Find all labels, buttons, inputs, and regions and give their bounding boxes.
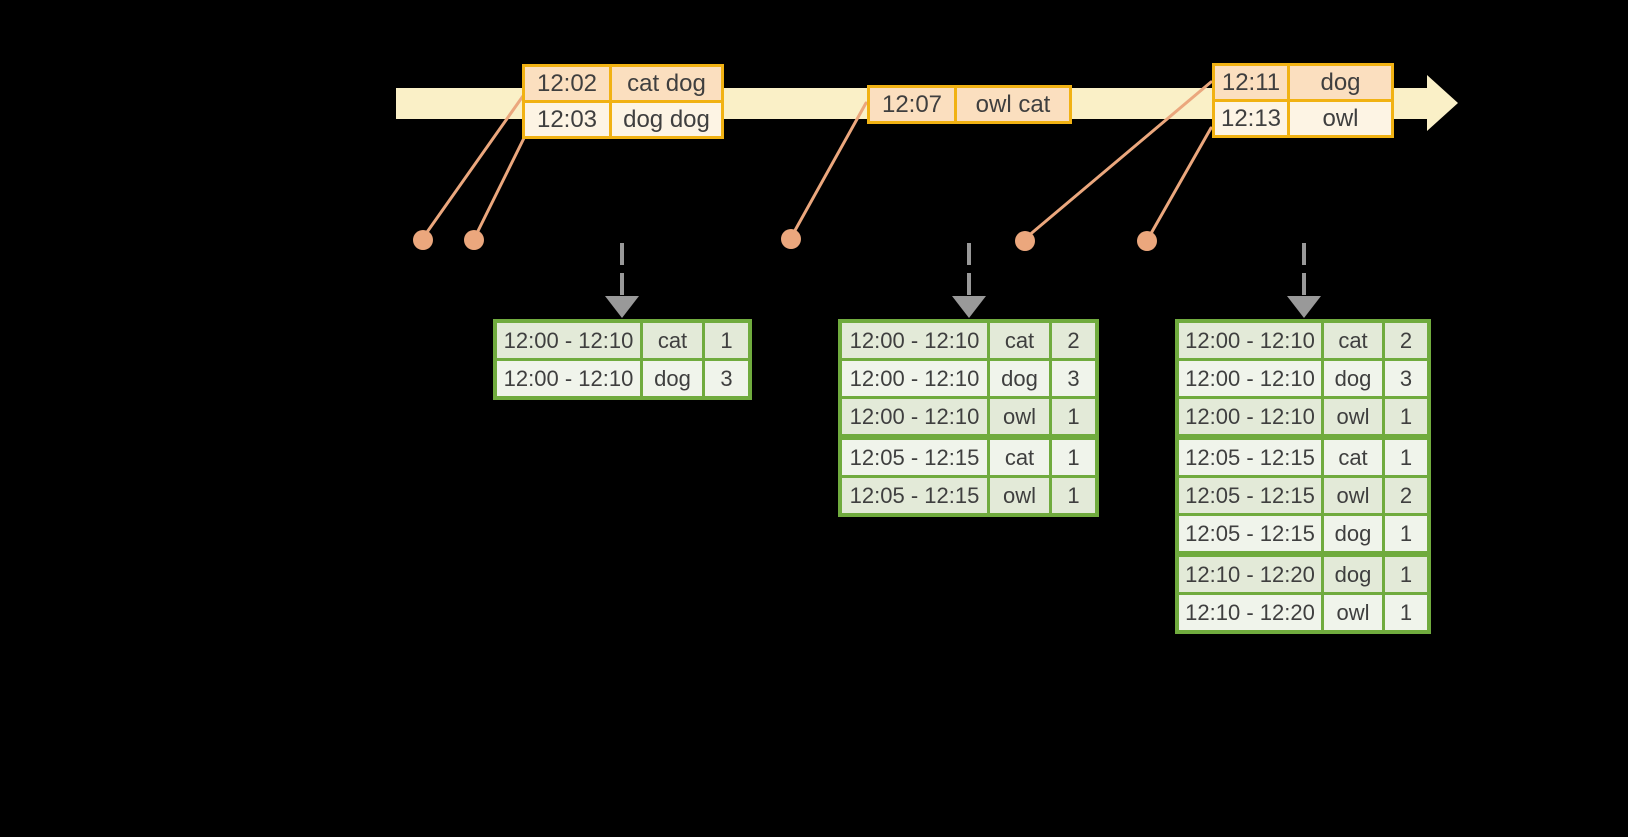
word-cell: owl: [990, 478, 1049, 513]
window-cell: 12:05 - 12:15: [842, 478, 987, 513]
count-cell: 2: [1385, 323, 1427, 358]
event-marker-dot: [413, 230, 433, 250]
event-marker-dot: [1137, 231, 1157, 251]
event-words-cell: dog dog: [612, 103, 721, 136]
window-cell: 12:00 - 12:10: [1179, 361, 1321, 396]
event-time-cell: 12:13: [1215, 102, 1287, 135]
window-cell: 12:00 - 12:10: [842, 323, 987, 358]
event-connector-line: [474, 134, 527, 237]
event-words-cell: cat dog: [612, 67, 721, 100]
event-words-cell: dog: [1290, 66, 1391, 99]
window-cell: 12:00 - 12:10: [842, 361, 987, 396]
count-cell: 1: [1052, 440, 1095, 475]
window-cell: 12:00 - 12:10: [1179, 323, 1321, 358]
word-cell: owl: [1324, 399, 1382, 434]
event-time-cell: 12:02: [525, 67, 609, 100]
window-cell: 12:05 - 12:15: [842, 440, 987, 475]
word-cell: owl: [1324, 595, 1382, 630]
count-cell: 1: [1385, 595, 1427, 630]
event-time-cell: 12:07: [870, 88, 954, 121]
count-cell: 1: [1385, 440, 1427, 475]
trigger-arrow-icon: [605, 243, 639, 318]
event-marker-dot: [464, 230, 484, 250]
event-words-cell: owl: [1290, 102, 1391, 135]
window-cell: 12:00 - 12:10: [497, 361, 640, 396]
word-cell: dog: [643, 361, 702, 396]
word-cell: cat: [643, 323, 702, 358]
trigger-arrow-icon: [1287, 243, 1321, 318]
count-cell: 3: [705, 361, 748, 396]
word-cell: owl: [990, 399, 1049, 434]
word-cell: cat: [1324, 323, 1382, 358]
event-connector-line: [1025, 80, 1213, 239]
event-time-cell: 12:11: [1215, 66, 1287, 99]
count-cell: 2: [1385, 478, 1427, 513]
word-cell: dog: [1324, 361, 1382, 396]
word-cell: dog: [990, 361, 1049, 396]
count-cell: 1: [1385, 399, 1427, 434]
window-cell: 12:00 - 12:10: [497, 323, 640, 358]
word-cell: dog: [1324, 516, 1382, 551]
event-time-cell: 12:03: [525, 103, 609, 136]
event-connector-line: [1147, 126, 1213, 239]
count-cell: 3: [1052, 361, 1095, 396]
window-cell: 12:05 - 12:15: [1179, 478, 1321, 513]
word-cell: cat: [990, 323, 1049, 358]
window-cell: 12:05 - 12:15: [1179, 516, 1321, 551]
word-cell: cat: [990, 440, 1049, 475]
event-marker-dot: [1015, 231, 1035, 251]
count-cell: 1: [1052, 478, 1095, 513]
count-cell: 3: [1385, 361, 1427, 396]
event-connector-line: [791, 101, 868, 236]
window-cell: 12:00 - 12:10: [1179, 399, 1321, 434]
event-connector-line: [423, 94, 525, 237]
trigger-arrow-icon: [952, 243, 986, 318]
window-cell: 12:00 - 12:10: [842, 399, 987, 434]
count-cell: 1: [1385, 516, 1427, 551]
word-cell: owl: [1324, 478, 1382, 513]
count-cell: 2: [1052, 323, 1095, 358]
event-marker-dot: [781, 229, 801, 249]
window-cell: 12:10 - 12:20: [1179, 595, 1321, 630]
count-cell: 1: [1385, 557, 1427, 592]
event-words-cell: owl cat: [957, 88, 1069, 121]
word-cell: dog: [1324, 557, 1382, 592]
word-cell: cat: [1324, 440, 1382, 475]
window-cell: 12:10 - 12:20: [1179, 557, 1321, 592]
timeline-arrowhead-icon: [1427, 75, 1458, 131]
count-cell: 1: [705, 323, 748, 358]
window-cell: 12:05 - 12:15: [1179, 440, 1321, 475]
count-cell: 1: [1052, 399, 1095, 434]
